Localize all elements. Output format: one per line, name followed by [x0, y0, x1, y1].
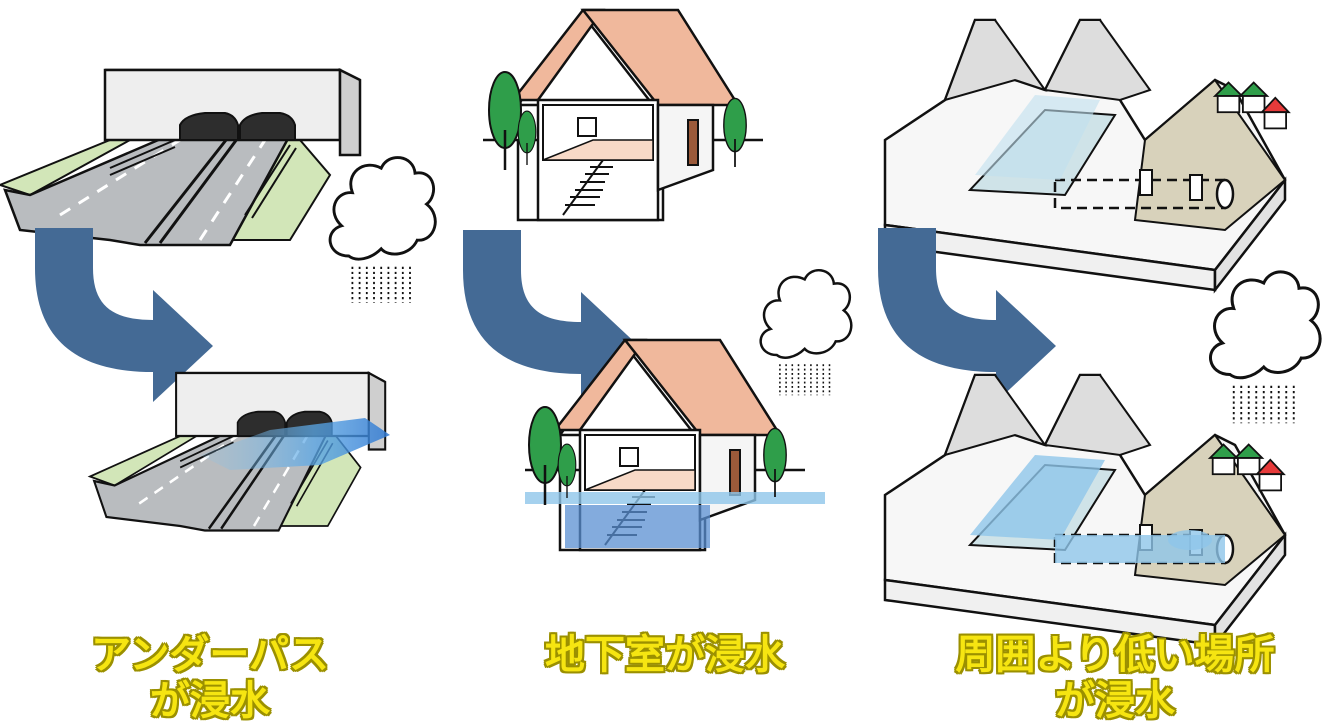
caption-basement: 地下室が浸水 [505, 632, 825, 678]
caption-underpass-line1: アンダーパス [91, 632, 329, 678]
caption-basement-line1: 地下室が浸水 [545, 632, 785, 678]
rain-cloud-icon [328, 156, 437, 305]
caption-lowland-line2: が浸水 [1055, 678, 1175, 724]
caption-underpass: アンダーパス が浸水 [60, 632, 360, 724]
house-dry-icon [481, 8, 765, 222]
caption-lowland: 周囲より低い場所 が浸水 [930, 632, 1300, 724]
river-flooded-icon [883, 373, 1287, 647]
rain-cloud-icon [1208, 270, 1322, 425]
house-flooded-icon [523, 338, 825, 552]
caption-underpass-line2: が浸水 [150, 678, 270, 724]
underpass-flooded-icon [88, 371, 390, 532]
caption-lowland-line1: 周囲より低い場所 [955, 632, 1275, 678]
rain-cloud-icon [759, 268, 853, 397]
river-dry-icon [883, 18, 1290, 292]
underpass-dry-icon [0, 68, 362, 247]
